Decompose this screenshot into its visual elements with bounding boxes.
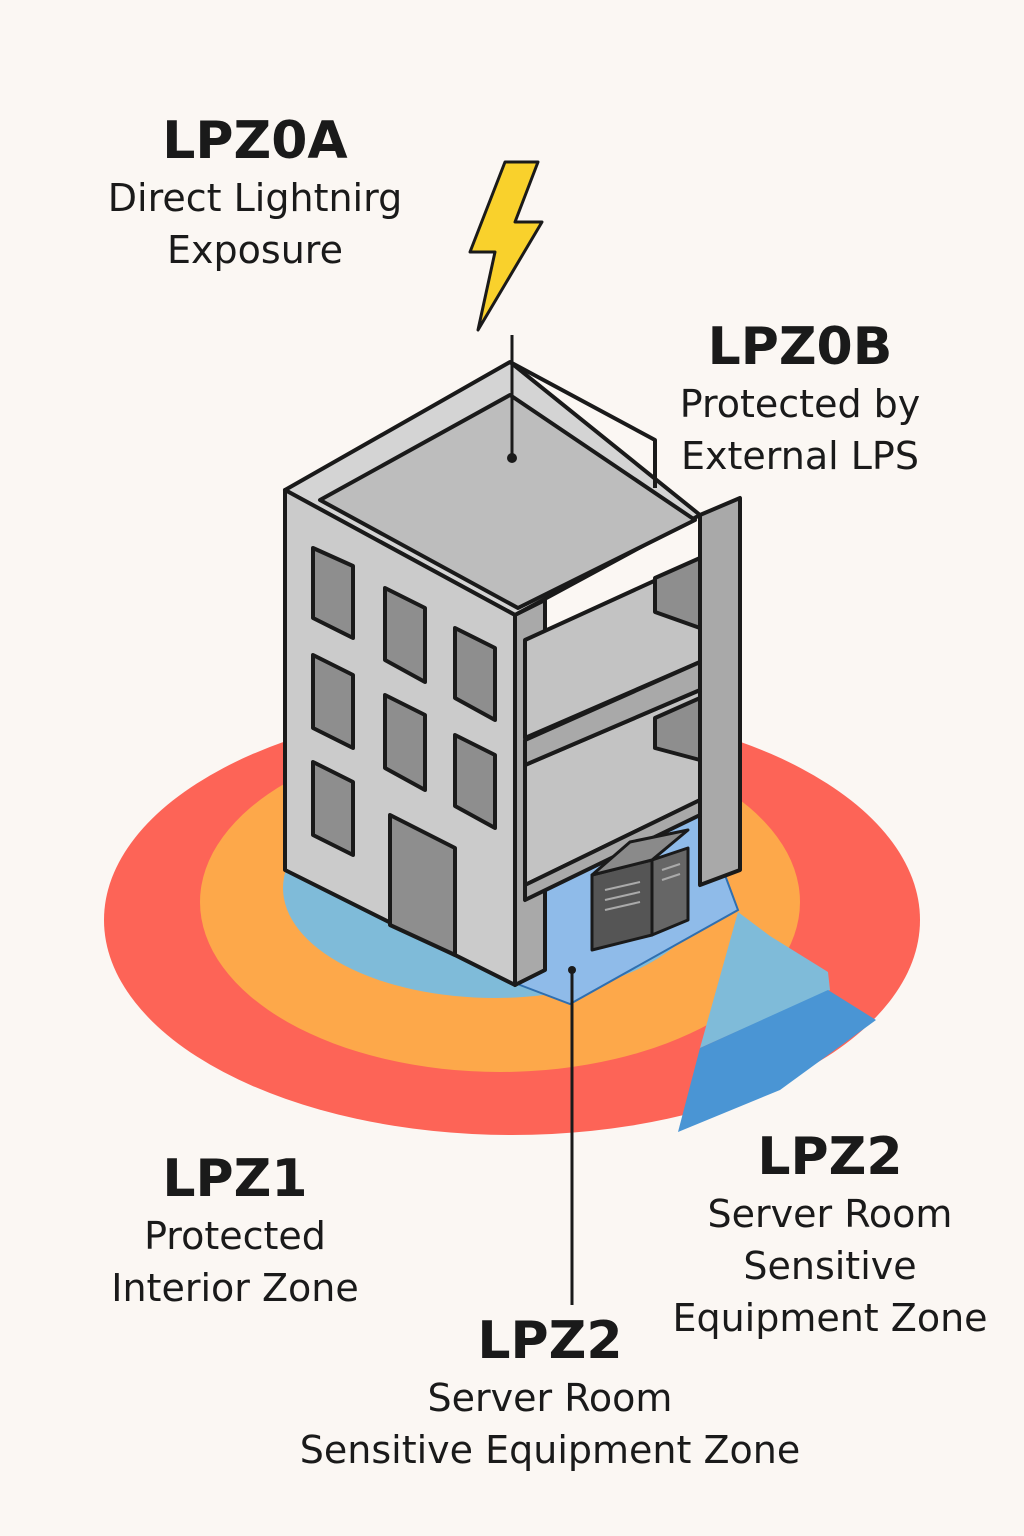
window [453, 626, 497, 722]
building-icon [283, 335, 742, 987]
lpz0b-title: LPZ0B [707, 317, 893, 377]
server-rack-vent [661, 873, 681, 881]
lpz2-bottom-desc-line2: Sensitive Equipment Zone [299, 1427, 801, 1472]
lpz0b-desc-line2: External LPS [681, 433, 919, 478]
lpz0a-desc-line2: Exposure [167, 227, 343, 272]
lpz0a-desc-line1: Direct Lightnirg [107, 175, 403, 220]
server-rack-vent [604, 901, 641, 911]
window [383, 693, 427, 792]
label-lpz2-right: LPZ2 Server Room Sensitive Equipment Zon… [650, 1127, 1010, 1344]
server-rack-vent [604, 891, 641, 901]
window [383, 586, 427, 684]
floor-beam-1 [523, 660, 702, 767]
lpz1-wedge [700, 912, 830, 1048]
lpz2-right-title: LPZ2 [757, 1127, 903, 1187]
lpz2-bottom-title: LPZ2 [477, 1311, 623, 1371]
parapet-back-edge [509, 360, 657, 488]
label-lpz0b: LPZ0B Protected by External LPS [640, 317, 960, 482]
lpz1-desc-line1: Protected [144, 1213, 326, 1258]
window [311, 760, 355, 857]
lpz0b-desc-line1: Protected by [679, 381, 921, 426]
lpz2-right-desc-line2: Sensitive [743, 1243, 917, 1288]
roof-surface [318, 393, 697, 610]
window [311, 653, 355, 750]
building-windows [311, 546, 702, 857]
server-rack-icon [590, 828, 690, 952]
label-lpz2-bottom: LPZ2 Server Room Sensitive Equipment Zon… [270, 1311, 830, 1476]
lpz1-desc-line2: Interior Zone [111, 1265, 359, 1310]
lpz1-title: LPZ1 [162, 1149, 308, 1209]
window [453, 733, 497, 830]
lpz2-right-desc-line1: Server Room [707, 1191, 953, 1236]
lpz2-right-desc-line3: Equipment Zone [672, 1295, 988, 1340]
lpz2-leader-dot [568, 966, 576, 974]
lpz2-wedge [678, 990, 876, 1132]
air-terminal-base [507, 453, 517, 463]
lpz2-bottom-desc-line1: Server Room [427, 1375, 673, 1420]
label-lpz1: LPZ1 Protected Interior Zone [60, 1149, 410, 1314]
window [653, 696, 702, 762]
label-lpz0a: LPZ0A Direct Lightnirg Exposure [80, 111, 430, 276]
building-door [388, 813, 457, 957]
building-right-end [698, 496, 742, 887]
server-rack-vent [661, 863, 681, 871]
lightning-bolt-icon [468, 160, 544, 332]
server-rack-top [590, 828, 690, 877]
window [311, 546, 355, 640]
server-rack-front-2 [650, 846, 690, 937]
server-rack-vent [604, 881, 641, 891]
window [653, 556, 702, 630]
lpz0a-title: LPZ0A [162, 111, 348, 171]
floor-beam-2 [523, 798, 702, 902]
